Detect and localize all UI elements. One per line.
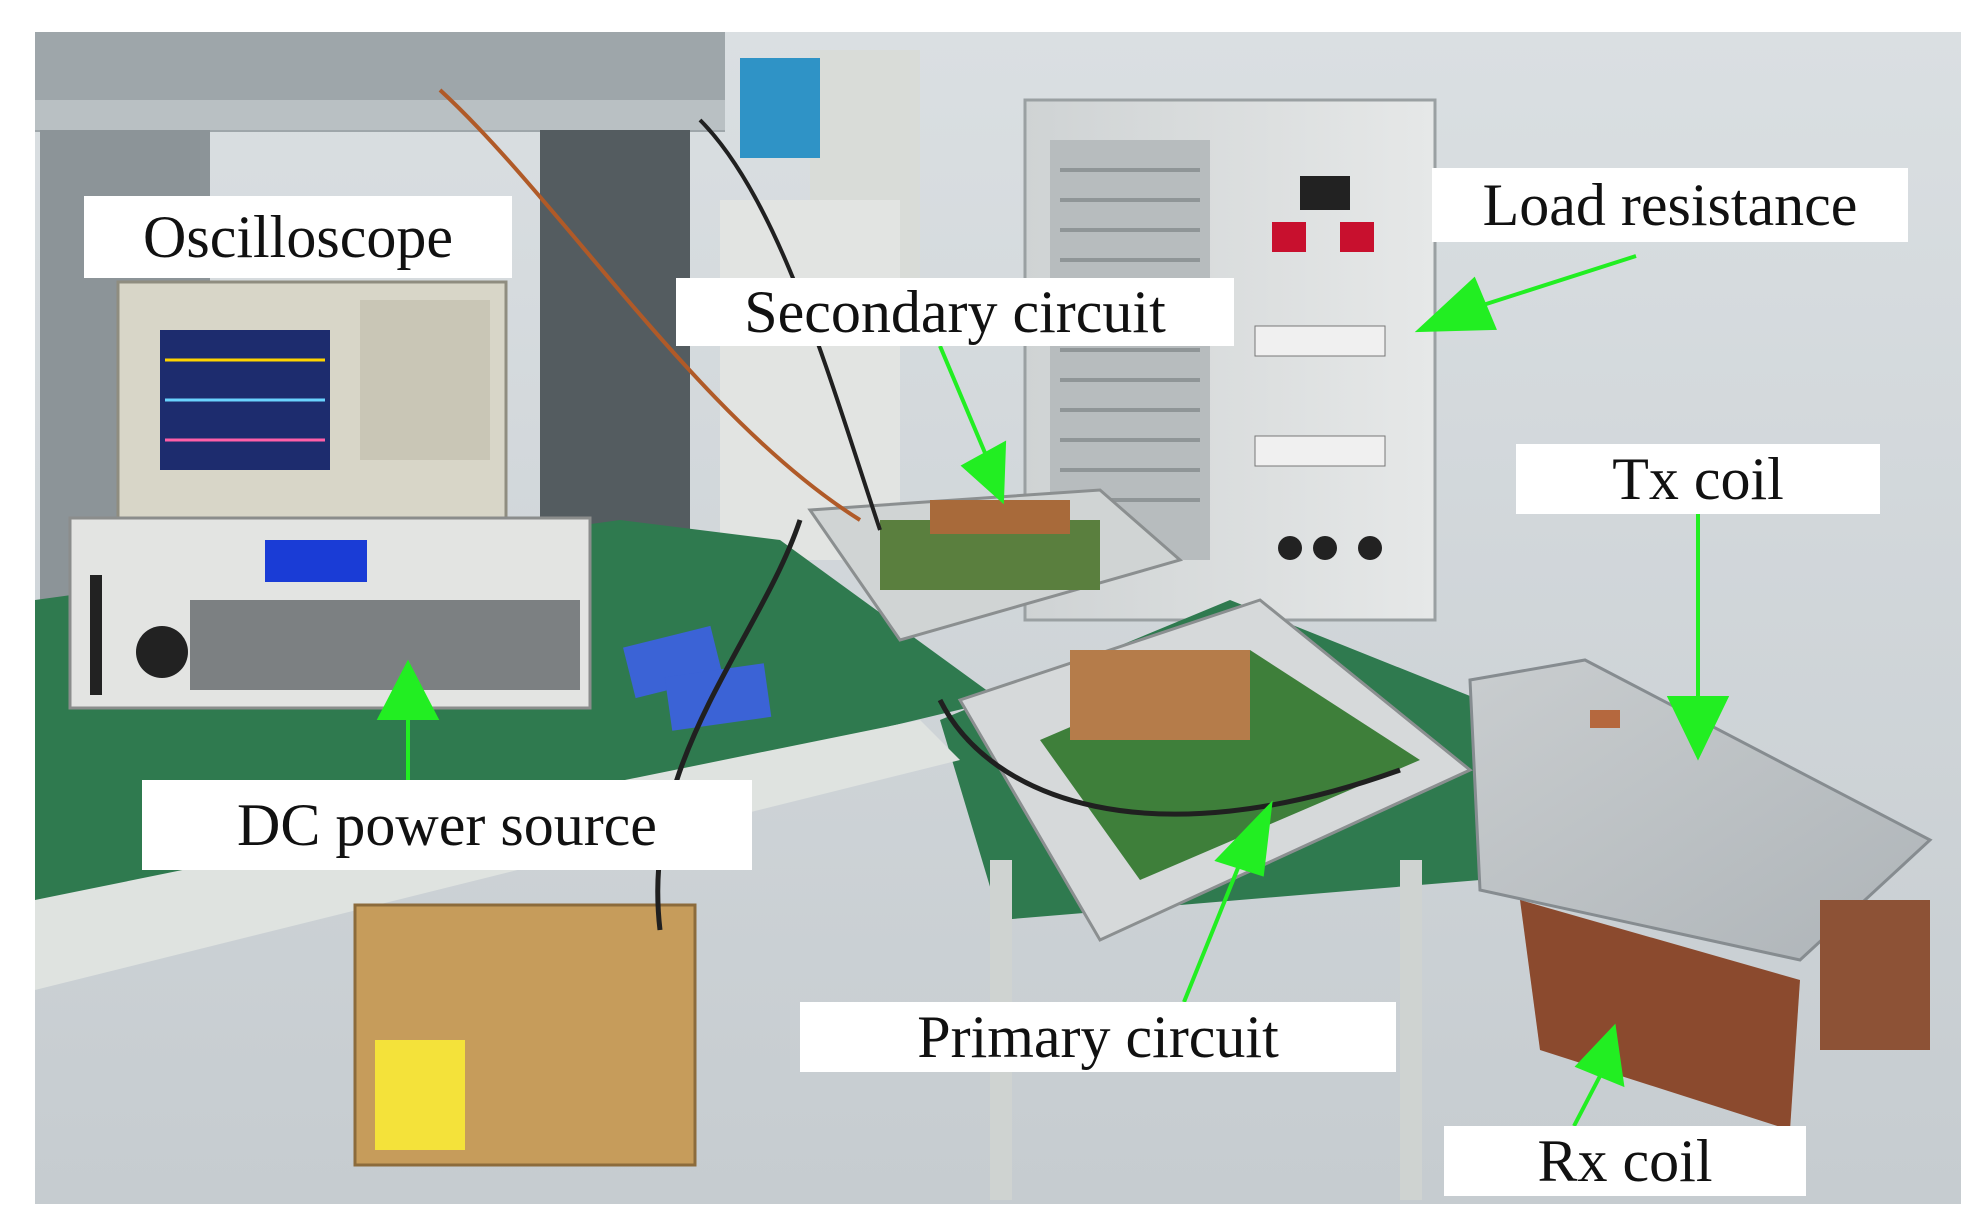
cabinet-switch-left: [1272, 222, 1306, 252]
arrow-primary-head: [1214, 800, 1273, 877]
rx-coil-label: Rx coil: [1444, 1126, 1806, 1196]
arrow-secondary-head: [960, 440, 1007, 505]
load-resistance-label: Load resistance: [1432, 168, 1908, 242]
oscilloscope-label: Oscilloscope: [84, 196, 512, 278]
breaker-row-bottom: [1254, 435, 1386, 467]
secondary-circuit-label: Secondary circuit: [676, 278, 1234, 346]
arrow-load-head: [1414, 276, 1497, 333]
cabinet-connector: [1313, 536, 1337, 560]
copper-pad: [1590, 710, 1620, 728]
arrow-load: [1479, 254, 1637, 308]
arrow-dc-power-head: [376, 659, 440, 720]
cabinet-switch-right: [1340, 222, 1374, 252]
dc-power-handle: [90, 575, 102, 695]
cabinet-display: [1300, 176, 1350, 210]
arrow-secondary: [938, 345, 990, 461]
cable-wire: [937, 698, 1401, 817]
blue-capacitor: [664, 663, 772, 731]
tx-coil-label: Tx coil: [1516, 444, 1880, 514]
cable-wire: [438, 88, 862, 522]
arrow-rx-head: [1574, 1023, 1625, 1088]
oscilloscope-controls: [360, 300, 490, 460]
arrow-primary: [1182, 857, 1244, 1003]
primary-circuit-label: Primary circuit: [800, 1002, 1396, 1072]
bench-leg: [1400, 860, 1422, 1200]
back-cabinet: [540, 130, 690, 590]
box-label-sticker: [375, 1040, 465, 1150]
coil-spacer: [1820, 900, 1930, 1050]
dc-power-source-label: DC power source: [142, 780, 752, 870]
breaker-row-top: [1254, 325, 1386, 357]
secondary-coil-plate: [930, 500, 1070, 534]
annotation-arrows: [376, 254, 1730, 1127]
rx-coil-block: [1520, 900, 1800, 1130]
arrow-tx-head: [1666, 696, 1730, 761]
back-shelf-top: [35, 100, 725, 130]
cabinet-connector: [1358, 536, 1382, 560]
dc-power-knob: [136, 626, 188, 678]
back-monitor: [740, 58, 820, 158]
cabinet-connector: [1278, 536, 1302, 560]
dc-power-grille: [190, 600, 580, 690]
primary-coil-plate: [1070, 650, 1250, 740]
arrow-rx: [1572, 1075, 1602, 1127]
dc-power-display: [265, 540, 367, 582]
